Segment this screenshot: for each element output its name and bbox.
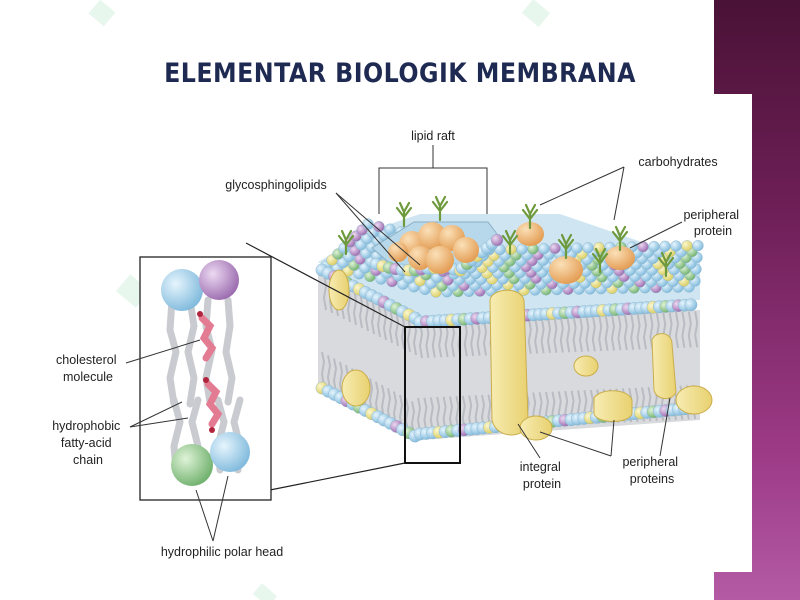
label-glycosphingolipids: glycosphingolipids [225,178,326,192]
zoom-source-box [404,326,461,464]
lipid-head [549,242,561,255]
carbohydrate-chain [395,201,413,228]
zoom-inset [139,256,272,501]
raft-lipid-head [490,233,504,247]
carbohydrate-chain [557,233,575,260]
lipid-head [571,242,583,254]
lipid-head [648,240,660,253]
lipid-head [681,240,693,252]
zoom-connector-top [245,242,406,328]
label-hydrophilic-polar-head: hydrophilic polar head [161,545,283,559]
lipid-tail [368,297,376,413]
carbohydrate-chains [337,195,675,278]
carbohydrate-chain [591,247,609,274]
lipid-tail [380,303,388,420]
carbohydrate-chain [501,229,519,256]
label-integral-protein: integral protein [520,460,564,491]
carbohydrate-chain [431,195,449,222]
peripheral-proteins-shapes [328,269,713,422]
lipid-head [659,240,671,252]
lipid-head [384,223,396,235]
lipid-head [692,240,704,252]
membrane-block [315,195,713,443]
surface-proteins [516,222,635,284]
label-carbohydrates: carbohydrates [638,155,717,169]
label-lipid-raft: lipid raft [411,129,455,143]
lipid-head [684,298,698,312]
lipid-tail [320,273,328,387]
carbohydrate-chain [611,225,629,252]
inset-head-purple-top [199,260,239,300]
inset-head-blue-top [161,269,203,311]
inset-head-green-bottom [171,444,213,486]
lipid-raft-bracket [378,167,488,214]
carbohydrate-chain [521,203,539,230]
label-hydrophobic-chain: hydrophobic fatty-acid chain [52,419,124,467]
raft-protein-cluster [388,222,479,274]
label-peripheral-protein: peripheral protein [683,208,742,238]
lipid-head [538,243,550,255]
lipid-head [670,240,682,252]
carbohydrate-chain [337,229,355,256]
inset-head-blue-bottom [210,432,250,472]
lipid-head [373,221,385,233]
lipid-tail [374,300,382,416]
label-cholesterol-molecule: cholesterol molecule [56,353,120,384]
lipid-raft-patch [369,221,504,277]
carbohydrate-chain [657,251,675,278]
label-peripheral-proteins: peripheral proteins [622,455,681,486]
zoom-connector-bottom [269,462,406,491]
side-white-panel [714,94,752,572]
slide-title: ELEMENTAR BIOLOGIK MEMBRANA [164,58,636,89]
integral-protein-shape [489,289,553,441]
inset-cholesterol [197,311,223,433]
leader-lines [125,145,683,542]
lipid-head [582,242,594,254]
